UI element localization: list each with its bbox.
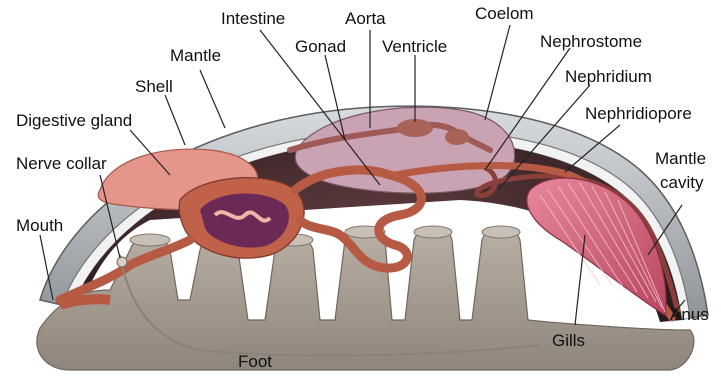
label-mantle: Mantle bbox=[170, 47, 221, 64]
label-nephrostome: Nephrostome bbox=[540, 33, 642, 50]
label-digestive-gland: Digestive gland bbox=[16, 112, 132, 129]
label-aorta: Aorta bbox=[345, 10, 386, 27]
label-gills: Gills bbox=[552, 332, 585, 349]
label-nerve-collar: Nerve collar bbox=[16, 155, 107, 172]
label-intestine: Intestine bbox=[221, 10, 285, 27]
label-mouth: Mouth bbox=[16, 217, 63, 234]
label-anus: Anus bbox=[670, 306, 709, 323]
label-nephridiopore: Nephridiopore bbox=[585, 105, 692, 122]
label-nephridium: Nephridium bbox=[565, 68, 652, 85]
label-shell: Shell bbox=[135, 78, 173, 95]
label-mantle-cavity-2: cavity bbox=[660, 174, 703, 191]
label-gonad: Gonad bbox=[295, 38, 346, 55]
label-coelom: Coelom bbox=[475, 5, 534, 22]
label-foot: Foot bbox=[238, 353, 272, 370]
label-ventricle: Ventricle bbox=[382, 38, 447, 55]
label-mantle-cavity-1: Mantle bbox=[655, 150, 706, 167]
